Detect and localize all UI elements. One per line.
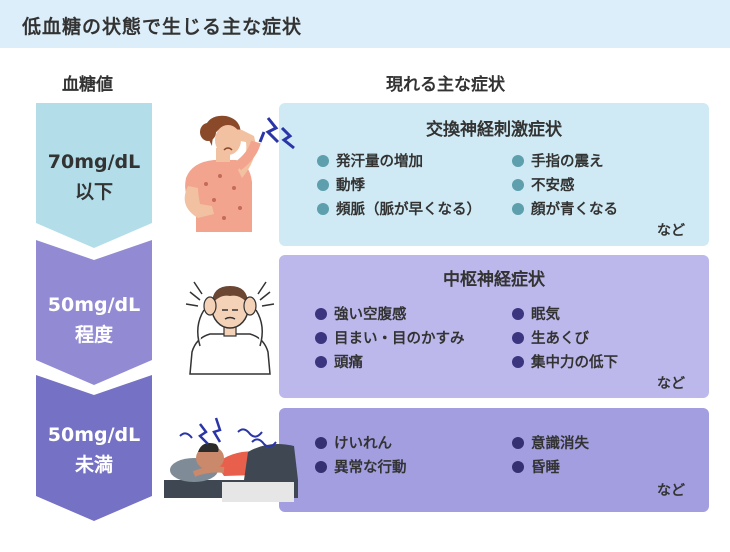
bullet-dot-icon [512, 355, 524, 368]
man-dizzy-illustration [185, 281, 275, 375]
symptom-label: 発汗量の増加 [336, 154, 423, 170]
symptom-panel-2: 中枢神経症状 強い空腹感 目まい・目のかすみ 頭痛 眠気 生あくび 集中力の低下… [279, 255, 709, 398]
symptom-item: 発汗量の増加 [317, 150, 423, 171]
symptom-label: 異常な行動 [334, 460, 407, 476]
symptom-item: けいれん [315, 432, 392, 453]
symptom-item: 強い空腹感 [315, 303, 407, 324]
level-1-value: 70mg/dL [47, 151, 141, 173]
symptom-label: 目まい・目のかすみ [334, 331, 465, 347]
symptom-panel-1: 交換神経刺激症状 発汗量の増加 動悸 頻脈（脈が早くなる） 手指の震え 不安感 … [279, 103, 709, 246]
level-label-1: 70mg/dL 以下 [36, 147, 152, 207]
level-chevron-1 [36, 103, 152, 248]
bullet-dot-icon [317, 154, 329, 167]
bullet-dot-icon [315, 307, 327, 320]
level-chevron-2 [36, 240, 152, 385]
bullet-dot-icon [512, 331, 524, 344]
bullet-dot-icon [512, 202, 524, 215]
symptom-item: 頻脈（脈が早くなる） [317, 198, 481, 219]
symptom-label: 頻脈（脈が早くなる） [336, 202, 481, 218]
symptom-item: 生あくび [512, 327, 589, 348]
symptom-item: 集中力の低下 [512, 351, 618, 372]
level-2-value: 50mg/dL [47, 294, 141, 316]
level-chevron-3 [36, 375, 152, 521]
symptom-label: 昏睡 [531, 460, 560, 476]
etc-label: など [657, 223, 685, 239]
symptom-label: 生あくび [531, 331, 589, 347]
bullet-dot-icon [512, 154, 524, 167]
bullet-dot-icon [315, 436, 327, 449]
symptom-item: 不安感 [512, 174, 575, 195]
etc-label: など [657, 376, 685, 392]
level-3-qualifier: 未満 [74, 454, 113, 476]
blood-sugar-header: 血糖値 [62, 75, 113, 95]
etc-label: など [657, 483, 685, 499]
panel-2-title: 中枢神経症状 [443, 270, 545, 290]
level-1-qualifier: 以下 [74, 181, 113, 203]
bullet-dot-icon [512, 178, 524, 191]
symptom-label: 意識消失 [531, 436, 589, 452]
bullet-dot-icon [315, 460, 327, 473]
level-chevron-2-shape [36, 240, 152, 385]
symptom-label: けいれん [334, 436, 392, 452]
woman-headache-illustration [184, 115, 295, 232]
symptom-item: 眠気 [512, 303, 560, 324]
bullet-dot-icon [317, 202, 329, 215]
bullet-dot-icon [315, 331, 327, 344]
bullet-dot-icon [512, 436, 524, 449]
symptom-panel-3: けいれん 異常な行動 意識消失 昏睡 など [279, 408, 709, 512]
symptom-label: 集中力の低下 [531, 355, 618, 371]
level-chevron-1-shape [36, 103, 152, 248]
symptom-item: 目まい・目のかすみ [315, 327, 465, 348]
symptom-item: 昏睡 [512, 456, 560, 477]
bullet-dot-icon [315, 355, 327, 368]
symptom-item: 異常な行動 [315, 456, 407, 477]
title-bar: 低血糖の状態で生じる主な症状 [0, 0, 730, 48]
symptom-item: 手指の震え [512, 150, 604, 171]
bullet-dot-icon [317, 178, 329, 191]
symptom-item: 頭痛 [315, 351, 363, 372]
bullet-dot-icon [512, 460, 524, 473]
page-title: 低血糖の状態で生じる主な症状 [22, 16, 303, 38]
level-2-qualifier: 程度 [74, 324, 113, 346]
level-label-2: 50mg/dL 程度 [36, 290, 152, 350]
symptom-item: 動悸 [317, 174, 365, 195]
level-chevron-3-shape [36, 375, 152, 521]
level-3-value: 50mg/dL [47, 424, 141, 446]
symptom-label: 動悸 [336, 178, 365, 194]
person-lying-down-illustration [164, 417, 298, 502]
level-label-3: 50mg/dL 未満 [36, 420, 152, 480]
symptom-label: 強い空腹感 [334, 307, 407, 323]
symptom-item: 顔が青くなる [512, 198, 618, 219]
symptom-label: 顔が青くなる [531, 202, 618, 218]
symptom-label: 眠気 [531, 307, 560, 323]
symptoms-header: 現れる主な症状 [386, 75, 505, 95]
symptom-item: 意識消失 [512, 432, 589, 453]
symptom-label: 不安感 [531, 178, 575, 194]
symptom-label: 手指の震え [531, 154, 604, 170]
bullet-dot-icon [512, 307, 524, 320]
symptom-label: 頭痛 [334, 355, 363, 371]
panel-1-title: 交換神経刺激症状 [426, 120, 562, 140]
